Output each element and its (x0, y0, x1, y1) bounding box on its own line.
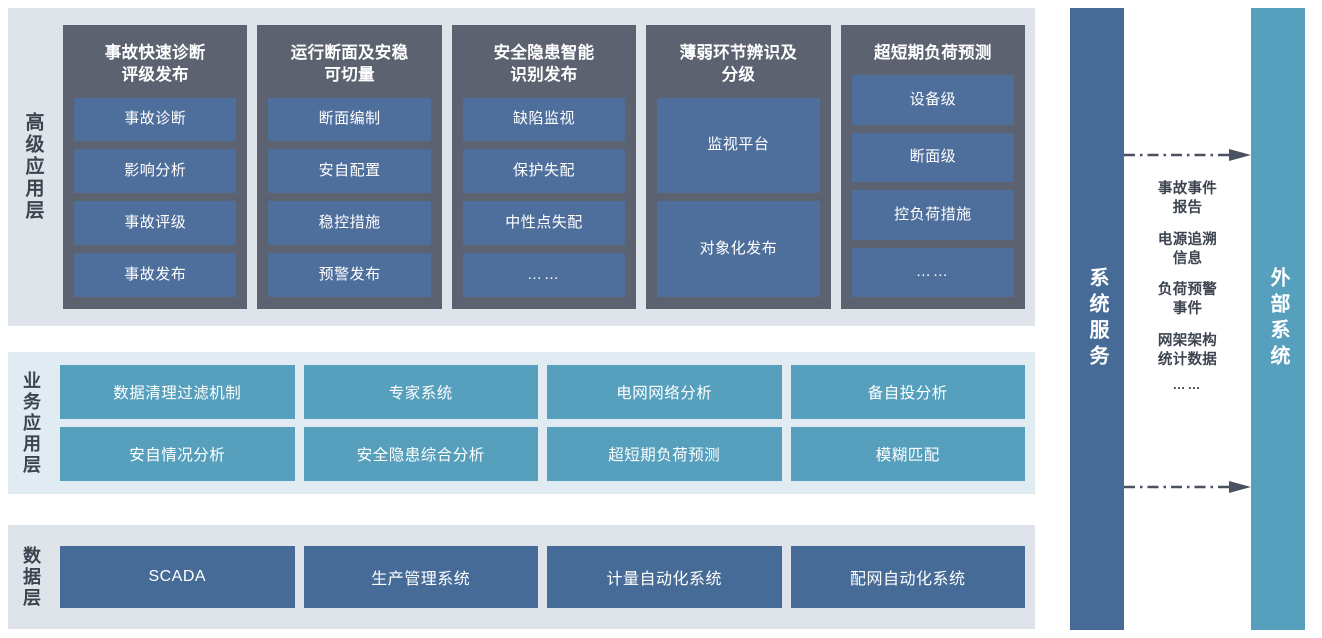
data-item[interactable]: 配网自动化系统 (790, 546, 1025, 608)
adv-column-title: 运行断面及安稳 可切量 (290, 44, 409, 85)
flow-label: 网架架构 统计数据 (1157, 333, 1218, 368)
data-item[interactable]: 生产管理系统 (303, 546, 538, 608)
interface-data-labels: 事故事件 报告 电源追溯 信息 负荷预警 事件 网架架构 统计数据 …… (1124, 180, 1251, 394)
adv-item[interactable]: 保护失配 (462, 149, 626, 194)
system-service-label: 系统服务 (1086, 267, 1108, 371)
business-item[interactable]: 备自投分析 (790, 365, 1025, 419)
adv-column-items: 设备级 断面级 控负荷措施 …… (851, 75, 1015, 298)
adv-item[interactable]: 事故发布 (74, 253, 237, 298)
adv-item-ellipsis[interactable]: …… (462, 253, 626, 298)
business-item[interactable]: 安全隐患综合分析 (303, 427, 538, 481)
data-layer-panel: 数据层 SCADA 生产管理系统 计量自动化系统 配网自动化系统 (8, 525, 1035, 629)
adv-column-items: 监视平台 对象化发布 (657, 97, 820, 297)
adv-item[interactable]: 断面级 (851, 132, 1015, 183)
data-item[interactable]: SCADA (60, 546, 295, 608)
adv-column-title: 安全隐患智能 识别发布 (493, 44, 595, 85)
dashed-arrow-bottom-icon (1124, 481, 1251, 493)
adv-item[interactable]: 安自配置 (268, 149, 431, 194)
business-item[interactable]: 专家系统 (303, 365, 538, 419)
adv-column-title: 超短期负荷预测 (874, 44, 992, 62)
business-item[interactable]: 电网网络分析 (547, 365, 782, 419)
adv-column-title: 薄弱环节辨识及 分级 (679, 44, 798, 85)
adv-column-items: 断面编制 安自配置 稳控措施 预警发布 (268, 97, 431, 298)
external-system-bar[interactable]: 外部系统 (1251, 8, 1305, 630)
adv-column-title: 事故快速诊断 评级发布 (104, 44, 206, 85)
business-application-layer-panel: 业务应用层 数据清理过滤机制 专家系统 电网网络分析 备自投分析 安自情况分析 … (8, 352, 1035, 494)
adv-column-accident-diagnosis[interactable]: 事故快速诊断 评级发布 事故诊断 影响分析 事故评级 事故发布 (63, 25, 248, 309)
data-item[interactable]: 计量自动化系统 (547, 546, 782, 608)
business-item[interactable]: 超短期负荷预测 (547, 427, 782, 481)
adv-column-items: 缺陷监视 保护失配 中性点失配 …… (462, 97, 626, 298)
system-service-bar[interactable]: 系统服务 (1070, 8, 1124, 630)
adv-column-weak-link[interactable]: 薄弱环节辨识及 分级 监视平台 对象化发布 (646, 25, 831, 309)
business-item[interactable]: 数据清理过滤机制 (60, 365, 295, 419)
adv-item[interactable]: 稳控措施 (268, 201, 431, 246)
adv-column-items: 事故诊断 影响分析 事故评级 事故发布 (74, 97, 237, 298)
adv-item[interactable]: 设备级 (851, 75, 1015, 125)
business-item[interactable]: 安自情况分析 (60, 427, 295, 481)
data-layer-body: SCADA 生产管理系统 计量自动化系统 配网自动化系统 (54, 525, 1035, 629)
interface-flow-zone: 事故事件 报告 电源追溯 信息 负荷预警 事件 网架架构 统计数据 …… (1124, 8, 1251, 630)
flow-label-ellipsis: …… (1172, 376, 1203, 392)
business-application-layer-body: 数据清理过滤机制 专家系统 电网网络分析 备自投分析 安自情况分析 安全隐患综合… (54, 352, 1035, 494)
flow-label: 事故事件 报告 (1157, 181, 1218, 216)
adv-item[interactable]: 影响分析 (74, 149, 237, 194)
adv-item[interactable]: 监视平台 (657, 97, 820, 194)
adv-column-load-forecast[interactable]: 超短期负荷预测 设备级 断面级 控负荷措施 …… (840, 25, 1026, 309)
advanced-application-layer-label: 高级应用层 (22, 112, 44, 222)
advanced-application-layer-panel: 高级应用层 事故快速诊断 评级发布 事故诊断 影响分析 事故评级 事故发布 运行… (8, 8, 1035, 326)
adv-column-safety-hazard[interactable]: 安全隐患智能 识别发布 缺陷监视 保护失配 中性点失配 …… (451, 25, 637, 309)
adv-item[interactable]: 预警发布 (268, 253, 431, 298)
adv-item[interactable]: 事故诊断 (74, 97, 237, 142)
flow-label: 负荷预警 事件 (1157, 282, 1218, 318)
adv-item[interactable]: 断面编制 (268, 97, 431, 142)
flow-label: 电源追溯 信息 (1157, 231, 1218, 267)
business-row: 安自情况分析 安全隐患综合分析 超短期负荷预测 模糊匹配 (60, 427, 1025, 481)
adv-item[interactable]: 中性点失配 (462, 201, 626, 246)
data-layer-label: 数据层 (21, 545, 41, 609)
advanced-application-layer-body: 事故快速诊断 评级发布 事故诊断 影响分析 事故评级 事故发布 运行断面及安稳 … (58, 8, 1035, 326)
adv-item[interactable]: 控负荷措施 (851, 190, 1015, 240)
dashed-arrow-top-icon (1124, 149, 1251, 161)
adv-item[interactable]: 事故评级 (74, 201, 237, 246)
adv-item[interactable]: 对象化发布 (657, 201, 820, 297)
external-system-label: 外部系统 (1267, 267, 1289, 371)
business-item[interactable]: 模糊匹配 (790, 427, 1025, 481)
adv-column-operating-section[interactable]: 运行断面及安稳 可切量 断面编制 安自配置 稳控措施 预警发布 (257, 25, 442, 309)
adv-item[interactable]: 缺陷监视 (462, 97, 626, 142)
business-application-layer-label: 业务应用层 (21, 370, 41, 476)
adv-item-ellipsis[interactable]: …… (851, 247, 1015, 298)
business-row: 数据清理过滤机制 专家系统 电网网络分析 备自投分析 (60, 365, 1025, 419)
